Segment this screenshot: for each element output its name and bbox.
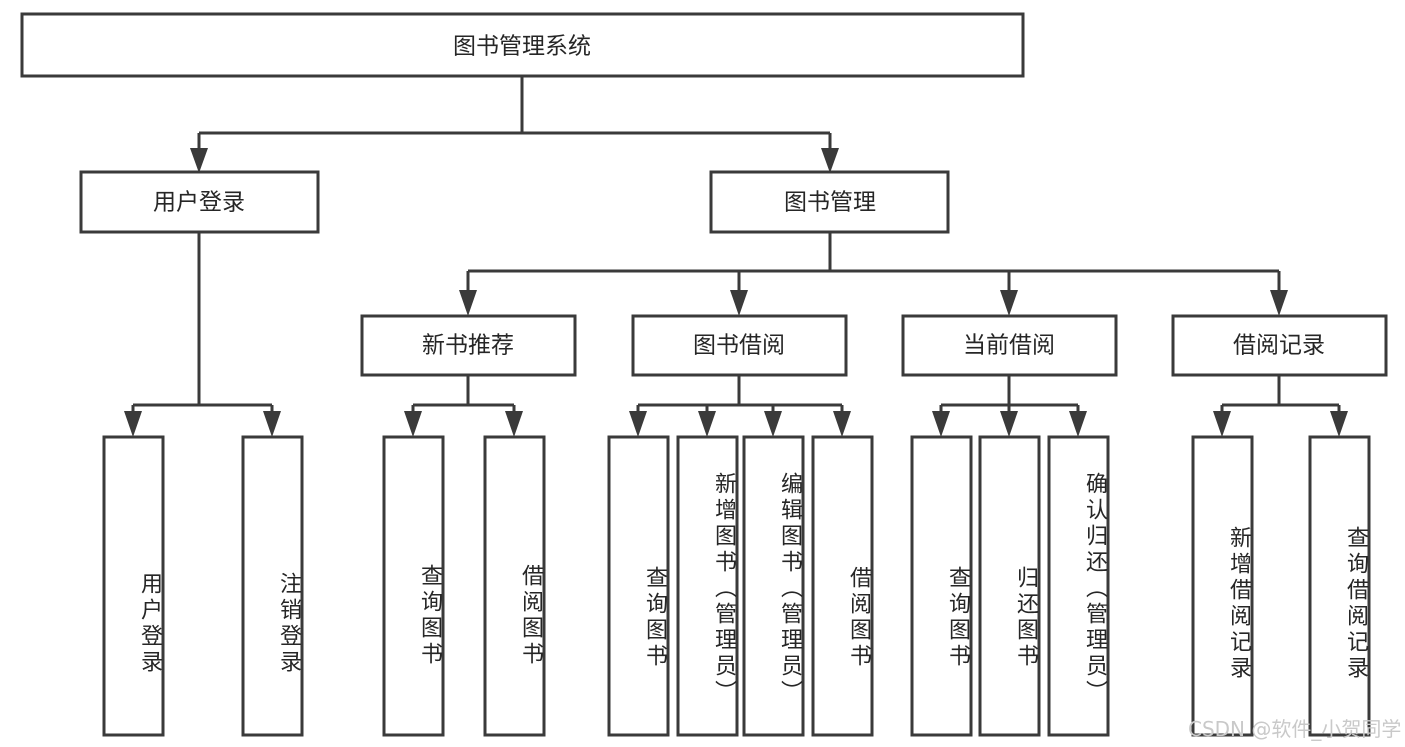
leaf-boxes	[102, 435, 1371, 737]
arrow-to-borrow-record	[1270, 290, 1288, 316]
connectors-new-book-to-leaves	[404, 375, 523, 437]
node-book-borrow[interactable]: 图书借阅	[631, 314, 848, 377]
node-book-manage[interactable]: 图书管理	[709, 170, 950, 234]
leaf-logout-login-box[interactable]	[241, 435, 304, 737]
node-user-login-box[interactable]	[79, 170, 320, 234]
arrow-to-leaf-add-book	[698, 411, 716, 437]
node-current-borrow-box[interactable]	[901, 314, 1118, 377]
leaf-query-book-1-box[interactable]	[382, 435, 445, 737]
leaf-confirm-return-box[interactable]	[1047, 435, 1110, 737]
arrow-to-leaf-query-record	[1330, 411, 1348, 437]
node-new-book-recommend-box[interactable]	[360, 314, 577, 377]
leaf-borrow-book-1-box[interactable]	[483, 435, 546, 737]
arrow-to-leaf-borrow-book-2	[833, 411, 851, 437]
node-book-borrow-label: 图书借阅	[693, 333, 785, 359]
node-root-box[interactable]	[20, 12, 1025, 78]
arrow-to-leaf-edit-book	[764, 411, 782, 437]
arrow-to-book-borrow	[730, 290, 748, 316]
leaf-add-book-box[interactable]	[676, 435, 739, 737]
arrow-to-leaf-query-book-1	[404, 411, 422, 437]
node-user-login[interactable]: 用户登录	[79, 170, 320, 234]
arrow-to-leaf-borrow-book-1	[505, 411, 523, 437]
connectors-current-borrow-to-leaves	[932, 375, 1087, 437]
node-borrow-record-label: 借阅记录	[1233, 333, 1325, 359]
node-borrow-record-box[interactable]	[1171, 314, 1388, 377]
leaf-edit-book-box[interactable]	[742, 435, 805, 737]
arrow-to-user-login	[190, 148, 208, 173]
arrow-to-leaf-user-login	[124, 411, 142, 437]
connectors-borrow-record-to-leaves	[1213, 375, 1348, 437]
node-current-borrow-label: 当前借阅	[963, 333, 1055, 359]
arrow-to-leaf-query-book-3	[932, 411, 950, 437]
csdn-watermark: CSDN @软件_小贺同学	[1188, 717, 1402, 741]
leaf-user-login-box[interactable]	[102, 435, 165, 737]
leaf-add-record-box[interactable]	[1191, 435, 1254, 737]
leaf-borrow-book-2-box[interactable]	[811, 435, 874, 737]
node-book-borrow-box[interactable]	[631, 314, 848, 377]
arrow-to-leaf-add-record	[1213, 411, 1231, 437]
leaf-query-book-2-box[interactable]	[607, 435, 670, 737]
arrow-to-leaf-return-book	[1000, 411, 1018, 437]
node-current-borrow[interactable]: 当前借阅	[901, 314, 1118, 377]
connectors-book-borrow-to-leaves	[629, 375, 851, 437]
arrow-to-current-borrow	[1000, 290, 1018, 316]
arrow-to-new-book-recommend	[459, 290, 477, 316]
node-new-book-recommend[interactable]: 新书推荐	[360, 314, 577, 377]
arrow-to-leaf-confirm-return	[1069, 411, 1087, 437]
arrow-to-book-manage	[821, 148, 839, 173]
arrow-to-leaf-logout-login	[263, 411, 281, 437]
node-book-manage-box[interactable]	[709, 170, 950, 234]
node-book-manage-label: 图书管理	[784, 190, 876, 216]
node-new-book-recommend-label: 新书推荐	[422, 333, 514, 359]
connectors-root-to-level2	[190, 76, 839, 173]
leaf-query-book-3-box[interactable]	[910, 435, 973, 737]
arrow-to-leaf-query-book-2	[629, 411, 647, 437]
leaf-query-record-box[interactable]	[1308, 435, 1371, 737]
node-root-label: 图书管理系统	[453, 34, 591, 60]
connectors-user-login-to-leaves	[124, 232, 281, 437]
connectors-book-manage-to-level3	[459, 232, 1288, 316]
node-user-login-label: 用户登录	[153, 190, 245, 216]
node-borrow-record[interactable]: 借阅记录	[1171, 314, 1388, 377]
leaf-return-book-box[interactable]	[978, 435, 1041, 737]
node-root[interactable]: 图书管理系统	[20, 12, 1025, 78]
